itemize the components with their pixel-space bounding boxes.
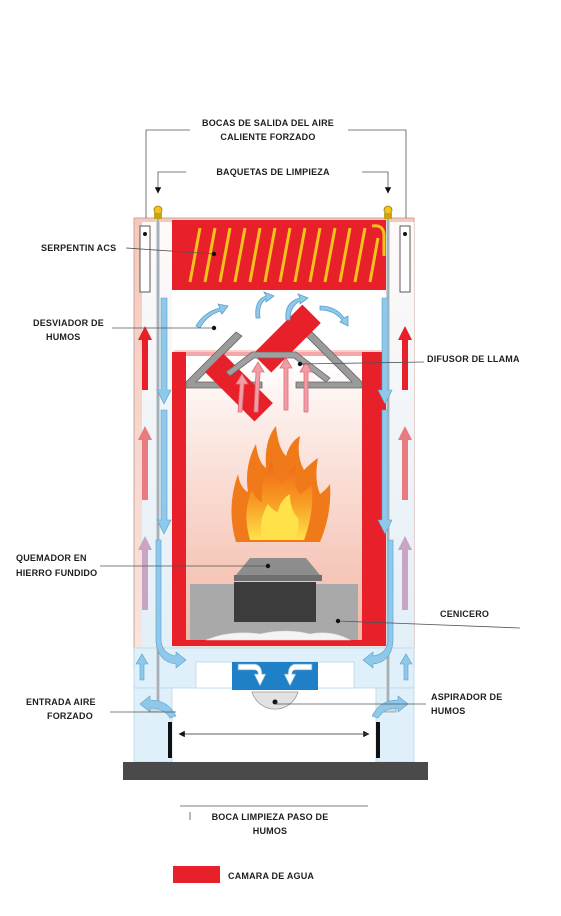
burner-base	[234, 582, 316, 622]
legend-swatch	[173, 866, 220, 883]
legend: CAMARA DE AGUA	[173, 866, 314, 883]
label-bocas-salida-line2: CALIENTE FORZADO	[220, 132, 315, 142]
label-quemador-line2: HIERRO FUNDIDO	[16, 568, 97, 578]
cleaning-rod-knob-icon	[383, 205, 393, 219]
base-plinth	[123, 762, 428, 780]
label-serpentin: SERPENTIN ACS	[41, 243, 116, 253]
flame-diffuser	[225, 351, 331, 383]
label-entrada-line2: FORZADO	[47, 711, 93, 721]
leader-lines	[100, 129, 521, 820]
airflow-arrow-icon	[135, 653, 413, 719]
airflow-arrow-icon	[138, 326, 412, 610]
fan-icon	[251, 691, 299, 710]
label-difusor: DIFUSOR DE LLAMA	[427, 354, 520, 364]
label-quemador-line1: QUEMADOR EN	[16, 553, 87, 563]
label-desviador-line2: HUMOS	[46, 332, 81, 342]
label-boca-limpieza-line1: BOCA LIMPIEZA PASO DE	[212, 812, 329, 822]
labels: BOCAS DE SALIDA DEL AIRE CALIENTE FORZAD…	[16, 118, 520, 836]
airflow-arrow-icon	[195, 291, 349, 329]
label-bocas-salida-line1: BOCAS DE SALIDA DEL AIRE	[202, 118, 334, 128]
cleaning-rod-knob-icon	[153, 205, 163, 219]
flame-icon	[231, 426, 331, 542]
label-aspirador-line2: HUMOS	[431, 706, 466, 716]
label-entrada-line1: ENTRADA AIRE	[26, 697, 96, 707]
label-desviador-line1: DESVIADOR DE	[33, 318, 104, 328]
acs-coil	[188, 224, 386, 283]
label-boca-limpieza-line2: HUMOS	[253, 826, 288, 836]
lower-structure	[123, 647, 428, 780]
label-cenicero: CENICERO	[440, 609, 489, 619]
hot-air-outlet-right	[399, 225, 411, 293]
airflow-arrow-icon	[155, 297, 394, 669]
ash-pan	[190, 582, 358, 641]
label-aspirador-line1: ASPIRADOR DE	[431, 692, 502, 702]
hot-air-outlet-left	[139, 225, 151, 293]
label-baquetas: BAQUETAS DE LIMPIEZA	[216, 167, 330, 177]
airflow-arrow-icon	[235, 357, 313, 413]
cast-iron-burner	[234, 558, 322, 581]
legend-label: CAMARA DE AGUA	[228, 871, 314, 881]
